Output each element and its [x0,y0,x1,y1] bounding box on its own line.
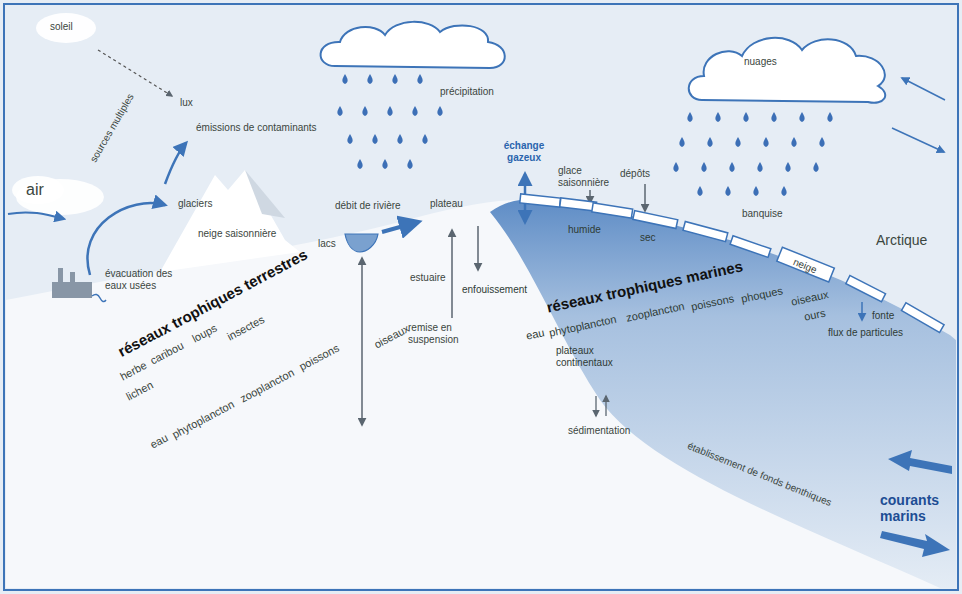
ice-floes [520,194,944,333]
diagram-label: Arctique [876,232,927,248]
diagram-label: poissons [297,342,341,374]
diagram-label: établissement de fonds benthiques [686,440,834,509]
air-arrow [8,212,64,219]
diagram-label: humide [568,224,601,236]
diagram-label: dépôts [620,168,650,180]
diagram-label: oiseaux [372,322,411,351]
cloud-shape: nuages [682,26,897,108]
chimney [58,268,63,282]
diagram-label: air [26,181,44,199]
source-arrow [87,203,165,275]
lake [345,234,378,252]
diagram-label: lichen [124,379,155,404]
diagram-label: zooplancton [238,366,296,405]
diagram-label: insectes [225,313,267,343]
diagram-label: eau [525,326,546,342]
diagram-label: eau [148,431,170,451]
diagram-label: fonte [872,310,894,322]
diagram-label: glaciers [178,198,212,210]
cloud [321,22,505,68]
diagram-label: oiseaux [790,288,830,308]
air-mass [12,176,64,204]
diagram-label: lacs [318,238,336,250]
diagram-label: sédimentation [568,425,630,437]
burial-arrow [477,226,479,270]
sedimentation-arrow [605,396,606,416]
sun [36,13,96,43]
diagram-label: poissons [690,292,735,313]
diagram-label: zooplancton [625,300,686,325]
diagram-label: neige [792,256,819,276]
diagram-label: précipitation [440,86,494,98]
diagram-label: sources multiples [88,92,137,165]
land [6,200,956,588]
diagram-label: loups [190,322,219,346]
sunlight-arrow [98,50,172,96]
cloud-outline [682,26,897,108]
river-arrow [382,222,418,232]
frame [4,4,958,590]
air-arrow [902,78,945,100]
diagram-label: soleil [50,21,73,33]
diagram-label: échange gazeux [498,140,550,163]
diagram-label: banquise [742,208,783,220]
current-arrow [880,531,950,557]
particle-flux-arrow [861,302,863,320]
emission-arrow [165,143,186,184]
diagram-label: phytoplancton [170,398,236,441]
deposition-arrow [644,184,646,211]
diagram-label: lux [180,97,193,109]
diagram-label: phoques [740,284,784,305]
ocean [490,200,956,588]
diagram-label: courants marins [880,492,950,524]
sedimentation-arrow [595,396,596,416]
diagram-label: flux de particules [828,327,903,339]
diagram-label: ours [803,307,827,324]
diagram-label: plateaux continentaux [556,345,626,368]
rain [673,112,832,196]
air-arrow [892,128,944,152]
diagram-label: remise en suspension [408,322,488,345]
diagram-label: glace saisonnière [558,165,614,188]
diagram-label: plateau [430,198,463,210]
resuspension-arrow [451,230,453,318]
cloud-outline [689,38,885,103]
rain [337,74,442,169]
mountain-shade [245,170,285,218]
diagram-label: enfouissement [462,284,527,296]
lake-exchange-arrow [361,258,363,425]
diagram-label: phytoplancton [548,313,618,340]
current-arrow [888,450,952,474]
diagram-label: herbe [118,359,149,383]
cloud-label: nuages [744,56,777,67]
chimney [70,272,75,282]
outflow [92,294,106,301]
food-web-heading: réseaux trophiques terrestres [115,246,310,361]
diagram-label: neige saisonnière [198,228,276,240]
diagram-label: sec [640,232,656,244]
factory [52,282,92,298]
diagram-label: estuaire [410,272,446,284]
diagram-label: émissions de contaminants [196,122,317,134]
diagram-label: évacuation des eaux usées [105,268,190,291]
diagram-label: débit de rivière [335,200,401,212]
